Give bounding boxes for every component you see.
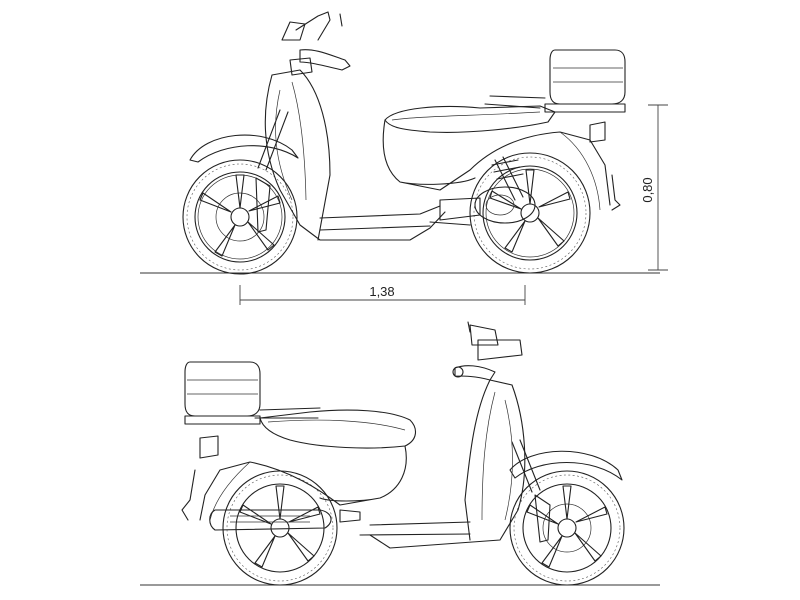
tail-light-top	[589, 121, 621, 211]
scooter-side-view-right	[140, 321, 660, 586]
front-fender-bottom	[509, 450, 623, 481]
tail-light-bottom	[181, 435, 219, 521]
engine-case-top	[429, 186, 536, 226]
floorboard-bottom	[359, 521, 471, 536]
rear-body-top	[382, 119, 611, 206]
top-box-bottom	[184, 361, 321, 425]
seat-top	[384, 105, 556, 133]
handlebar-bottom	[452, 321, 523, 381]
handlebar-top	[281, 11, 351, 76]
scooter-side-view-left	[140, 11, 660, 275]
floorboard-top	[319, 205, 441, 231]
rear-body-bottom	[199, 445, 407, 521]
front-fork-top	[255, 109, 289, 233]
exhaust-bottom	[209, 509, 361, 531]
front-wheel-bottom	[509, 470, 625, 586]
rear-wheel-top	[469, 152, 591, 274]
top-box-top	[484, 49, 626, 113]
front-fender-top	[189, 134, 299, 163]
front-body-bottom	[369, 379, 526, 549]
height-dimension: 0,80	[640, 104, 668, 271]
rear-suspension-top	[491, 156, 524, 201]
seat-bottom	[259, 409, 416, 449]
front-fork-bottom	[511, 439, 551, 543]
front-wheel-top	[182, 159, 298, 275]
length-dimension: 1,38	[239, 284, 526, 305]
length-dimension-label: 1,38	[369, 284, 394, 299]
height-dimension-label: 0,80	[640, 177, 655, 202]
